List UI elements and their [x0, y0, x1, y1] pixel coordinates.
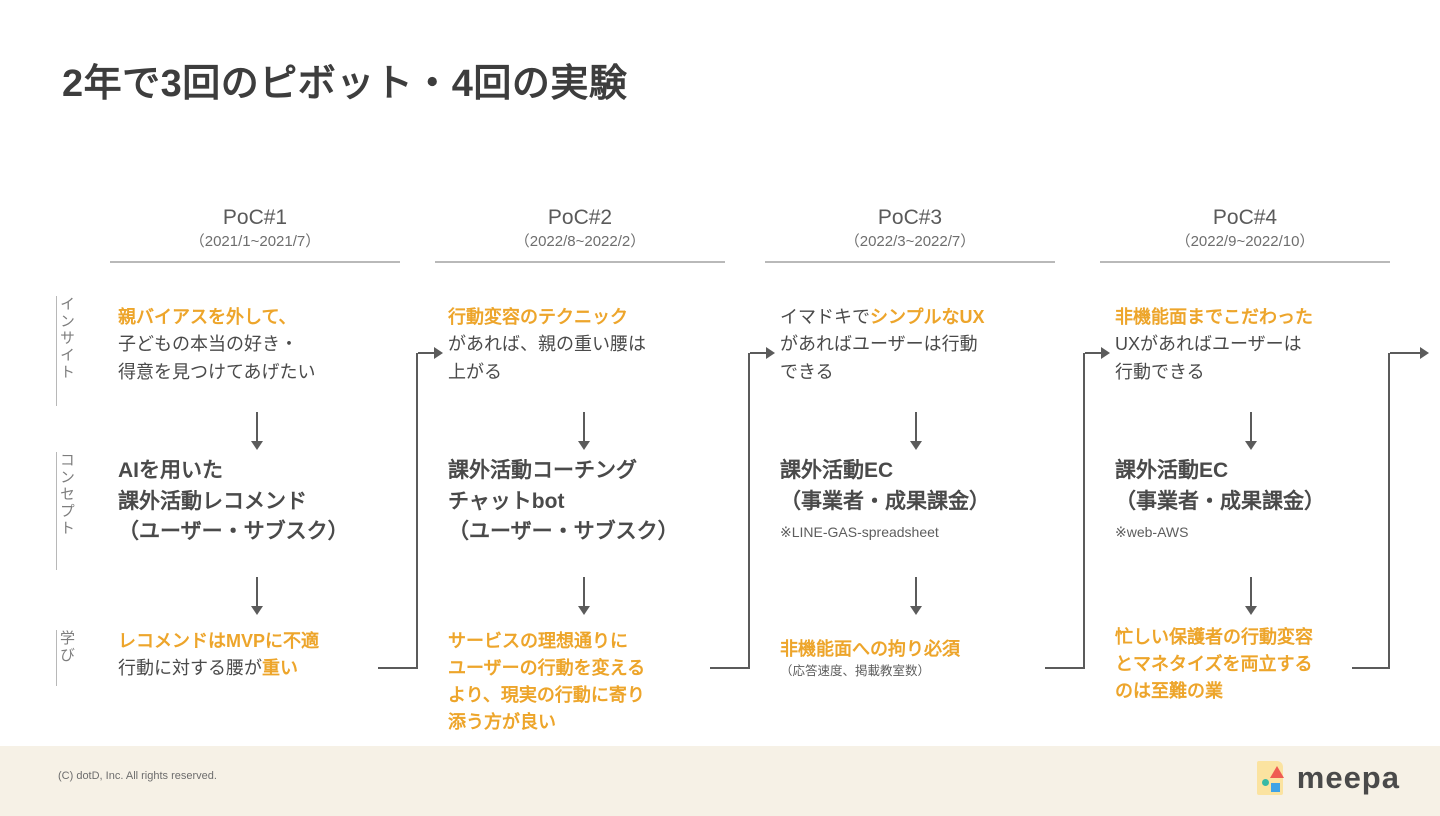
cell-learning-poc4: 忙しい保護者の行動変容 とマネタイズを両立する のは至難の業	[1115, 624, 1415, 705]
concept-line3: （ユーザー・サブスク）	[448, 520, 679, 544]
slide-footer: (C) dotD, Inc. All rights reserved. meep…	[0, 746, 1440, 816]
insight-highlight: 親バイアスを外して、	[118, 307, 297, 327]
column-title: PoC#1	[222, 206, 288, 229]
cell-insight-poc3: イマドキでシンプルなUX があればユーザーは行動 できる	[780, 304, 1080, 386]
column-period: （2021/1~2021/7）	[189, 233, 321, 251]
copyright-text: (C) dotD, Inc. All rights reserved.	[58, 770, 217, 782]
flow-arrow-down	[251, 412, 263, 450]
row-label-learning: 学び	[56, 630, 75, 686]
insight-body-line1: があればユーザーは行動	[780, 334, 978, 355]
insight-prefix: イマドキで	[780, 307, 870, 327]
cell-concept-poc1: AIを用いた 課外活動レコメンド （ユーザー・サブスク）	[118, 456, 418, 548]
insight-body-line1: UXがあればユーザーは	[1115, 334, 1302, 355]
concept-line2: 課外活動レコメンド	[118, 489, 307, 513]
learning-highlight: 非機能面への拘り必須	[780, 639, 960, 659]
learning-body-accent: 重い	[262, 658, 298, 678]
flow-arrow-down	[578, 577, 590, 615]
cell-learning-poc3: 非機能面への拘り必須 （応答速度、掲載教室数）	[780, 636, 1080, 681]
insight-first-line: イマドキでシンプルなUX	[780, 304, 1080, 331]
column-divider	[765, 260, 1055, 263]
concept-line1: AIを用いた	[118, 459, 223, 482]
column-period: （2022/3~2022/7）	[844, 233, 976, 251]
concept-line2: （事業者・成果課金）	[1115, 489, 1325, 513]
flow-arrow-down	[1245, 412, 1257, 450]
learning-body: 行動に対する腰が重い	[118, 655, 418, 682]
learning-body-pre: 行動に対する腰が	[118, 658, 262, 678]
column-divider	[435, 260, 725, 263]
concept-line2: チャットbot	[448, 489, 565, 513]
insight-highlight: 行動変容のテクニック	[448, 307, 628, 327]
insight-body-line1: 子どもの本当の好き・	[118, 334, 298, 355]
concept-line1: 課外活動コーチング	[448, 459, 637, 482]
column-divider	[1100, 260, 1390, 263]
cell-insight-poc4: 非機能面までこだわった UXがあればユーザーは 行動できる	[1115, 304, 1415, 386]
concept-line3: （ユーザー・サブスク）	[118, 520, 349, 544]
concept-line1: 課外活動EC	[780, 459, 894, 482]
column-title: PoC#3	[877, 206, 943, 229]
cell-learning-poc1: レコメンドはMVPに不適 行動に対する腰が重い	[118, 628, 418, 682]
flow-arrow-down	[910, 577, 922, 615]
column-period: （2022/9~2022/10）	[1175, 233, 1315, 251]
cell-insight-poc1: 親バイアスを外して、 子どもの本当の好き・ 得意を見つけてあげたい	[118, 304, 418, 386]
concept-line1: 課外活動EC	[1115, 459, 1229, 482]
flow-arrow-down	[251, 577, 263, 615]
logo-wordmark: meepa	[1296, 760, 1400, 795]
cell-concept-poc3: 課外活動EC （事業者・成果課金） ※LINE-GAS-spreadsheet	[780, 456, 1080, 543]
learning-note: （応答速度、掲載教室数）	[780, 664, 931, 678]
row-label-concept: コンセプト	[56, 452, 75, 570]
column-divider	[110, 260, 400, 263]
flow-arrow-down	[578, 412, 590, 450]
page-title: 2年で3回のピボット・4回の実験	[62, 63, 628, 105]
cell-learning-poc2: サービスの理想通りに ユーザーの行動を変える より、現実の行動に寄り 添う方が良…	[448, 628, 748, 736]
row-label-insight: インサイト	[56, 296, 75, 406]
insight-highlight: 非機能面までこだわった	[1115, 307, 1313, 327]
cell-insight-poc2: 行動変容のテクニック があれば、親の重い腰は 上がる	[448, 304, 748, 386]
brand-logo: meepa	[1256, 760, 1400, 796]
flow-arrow-right	[1085, 347, 1110, 359]
cell-concept-poc4: 課外活動EC （事業者・成果課金） ※web-AWS	[1115, 456, 1415, 543]
insight-body-line2: 上がる	[448, 361, 502, 382]
insight-highlight: シンプルなUX	[870, 307, 985, 327]
column-header-poc2: PoC#2 （2022/8~2022/2）	[435, 205, 725, 263]
learning-highlight: 忙しい保護者の行動変容 とマネタイズを両立する のは至難の業	[1115, 627, 1313, 701]
cell-concept-poc2: 課外活動コーチング チャットbot （ユーザー・サブスク）	[448, 456, 748, 548]
learning-highlight: サービスの理想通りに ユーザーの行動を変える より、現実の行動に寄り 添う方が良…	[448, 631, 646, 732]
flow-arrow-down	[910, 412, 922, 450]
insight-body-line2: 行動できる	[1115, 361, 1205, 382]
insight-body-line2: 得意を見つけてあげたい	[118, 361, 316, 382]
flow-arrow-right	[418, 347, 443, 359]
column-header-poc1: PoC#1 （2021/1~2021/7）	[110, 205, 400, 263]
concept-note: ※LINE-GAS-spreadsheet	[780, 524, 939, 541]
column-title: PoC#2	[547, 206, 613, 229]
column-period: （2022/8~2022/2）	[514, 233, 646, 251]
insight-body-line1: があれば、親の重い腰は	[448, 334, 646, 355]
column-title: PoC#4	[1212, 206, 1278, 229]
flow-arrow-right	[1390, 347, 1429, 359]
flow-arrow-down	[1245, 577, 1257, 615]
meepa-logo-icon	[1256, 761, 1287, 795]
column-header-poc4: PoC#4 （2022/9~2022/10）	[1100, 205, 1390, 263]
concept-note: ※web-AWS	[1115, 524, 1189, 541]
flow-arrow-right	[750, 347, 775, 359]
learning-highlight: レコメンドはMVPに不適	[118, 631, 320, 651]
concept-line2: （事業者・成果課金）	[780, 489, 990, 513]
column-header-poc3: PoC#3 （2022/3~2022/7）	[765, 205, 1055, 263]
insight-body-line2: できる	[780, 361, 834, 382]
